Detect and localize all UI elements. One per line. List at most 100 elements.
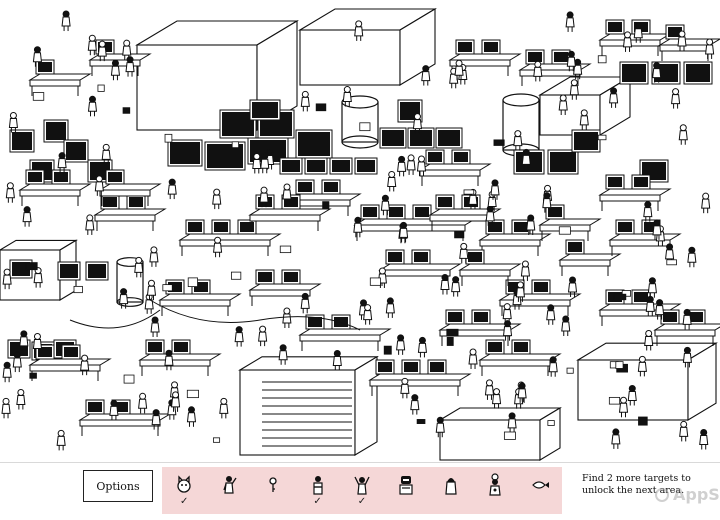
target-slot[interactable]: ✓: [340, 467, 384, 514]
monitor-screen: [430, 362, 444, 372]
tank-top: [502, 93, 540, 107]
person-body: [33, 273, 43, 284]
monitor-screen: [188, 222, 202, 232]
person-body: [459, 248, 469, 259]
hidden-folks-scene[interactable]: [0, 0, 720, 462]
monitor-screen: [258, 272, 272, 282]
person-head: [120, 288, 128, 296]
desk-top: [248, 208, 332, 216]
desk-edge: [599, 194, 661, 202]
person-head: [58, 152, 66, 160]
target-slot[interactable]: [518, 467, 562, 514]
person-head: [151, 316, 159, 324]
person-head: [57, 429, 65, 437]
person-head: [86, 214, 94, 222]
monitor-screen: [378, 362, 392, 372]
person-body: [85, 220, 95, 231]
person-body: [212, 194, 222, 205]
monitor-screen: [194, 282, 208, 292]
monitor-screen: [282, 160, 300, 172]
monitor-screen: [468, 252, 482, 262]
monitor-screen: [568, 242, 582, 252]
person-body: [542, 198, 552, 209]
person-head: [678, 30, 686, 38]
target-slot[interactable]: [206, 467, 250, 514]
person-body: [622, 37, 633, 48]
monitor-screen: [689, 312, 703, 322]
person-head: [378, 267, 386, 275]
monitor-screen: [284, 197, 298, 207]
person-body: [566, 56, 576, 67]
fish-icon: [531, 481, 549, 489]
person-body: [682, 314, 692, 325]
person-head: [355, 20, 363, 28]
box-clutter: [608, 396, 621, 405]
box-clutter: [231, 141, 240, 149]
office-illustration[interactable]: [0, 0, 720, 462]
person-body: [687, 252, 697, 263]
box-clutter: [123, 374, 135, 384]
desk-top: [18, 183, 92, 191]
person-body: [611, 434, 621, 445]
desk-edge: [379, 269, 451, 277]
desk-top: [418, 163, 492, 171]
person-head: [455, 59, 463, 67]
person-head: [544, 184, 552, 192]
person-head: [259, 325, 267, 333]
desk-edge: [459, 269, 511, 277]
target-slot[interactable]: [429, 467, 473, 514]
monitor-screen: [114, 402, 128, 412]
person-body: [435, 422, 445, 433]
person-body: [468, 194, 478, 205]
target-slot[interactable]: ✓: [162, 467, 206, 514]
person-head: [683, 346, 691, 354]
desk-edge: [249, 214, 321, 222]
monitor-screen: [284, 272, 298, 282]
monitor-screen: [644, 222, 658, 232]
desk-edge: [429, 214, 491, 222]
person-body: [380, 200, 390, 211]
target-slot[interactable]: ✓: [295, 467, 339, 514]
desk-top: [598, 188, 672, 196]
target-slot[interactable]: [384, 467, 428, 514]
monitor-screen: [324, 182, 338, 192]
person-body: [56, 435, 66, 446]
target-slot[interactable]: [251, 467, 295, 514]
options-button[interactable]: Options: [83, 470, 153, 502]
person-body: [396, 340, 406, 351]
person-body: [705, 44, 715, 55]
desk-top: [478, 233, 552, 241]
person-body: [652, 68, 662, 79]
desk-edge: [159, 299, 231, 307]
box-clutter: [613, 293, 627, 301]
person-head: [400, 221, 408, 229]
box-clutter: [493, 139, 505, 146]
person-body: [643, 207, 653, 218]
desk-edge: [29, 79, 81, 87]
person-head: [110, 399, 118, 407]
person-body: [119, 294, 129, 305]
monitor-screen: [414, 252, 428, 262]
monitor-screen: [334, 317, 348, 327]
desk-top: [298, 328, 392, 336]
person-head: [126, 56, 134, 64]
monitor-screen: [103, 197, 117, 207]
desk-edge: [479, 239, 541, 247]
person-body: [567, 282, 578, 293]
garage-side: [354, 355, 378, 456]
person-head: [23, 206, 31, 214]
person-body: [644, 335, 654, 346]
person-head: [81, 354, 89, 362]
garage-front: [239, 369, 356, 456]
person-head: [220, 397, 228, 405]
person-head: [646, 295, 654, 303]
monitor-screen: [488, 342, 502, 352]
person-body: [440, 280, 450, 291]
person-body: [101, 149, 111, 160]
person-head: [628, 384, 636, 392]
key-icon: [269, 477, 277, 492]
person-body: [533, 66, 543, 77]
target-slot[interactable]: [473, 467, 517, 514]
box-clutter: [666, 259, 677, 266]
desk-top: [368, 373, 472, 381]
